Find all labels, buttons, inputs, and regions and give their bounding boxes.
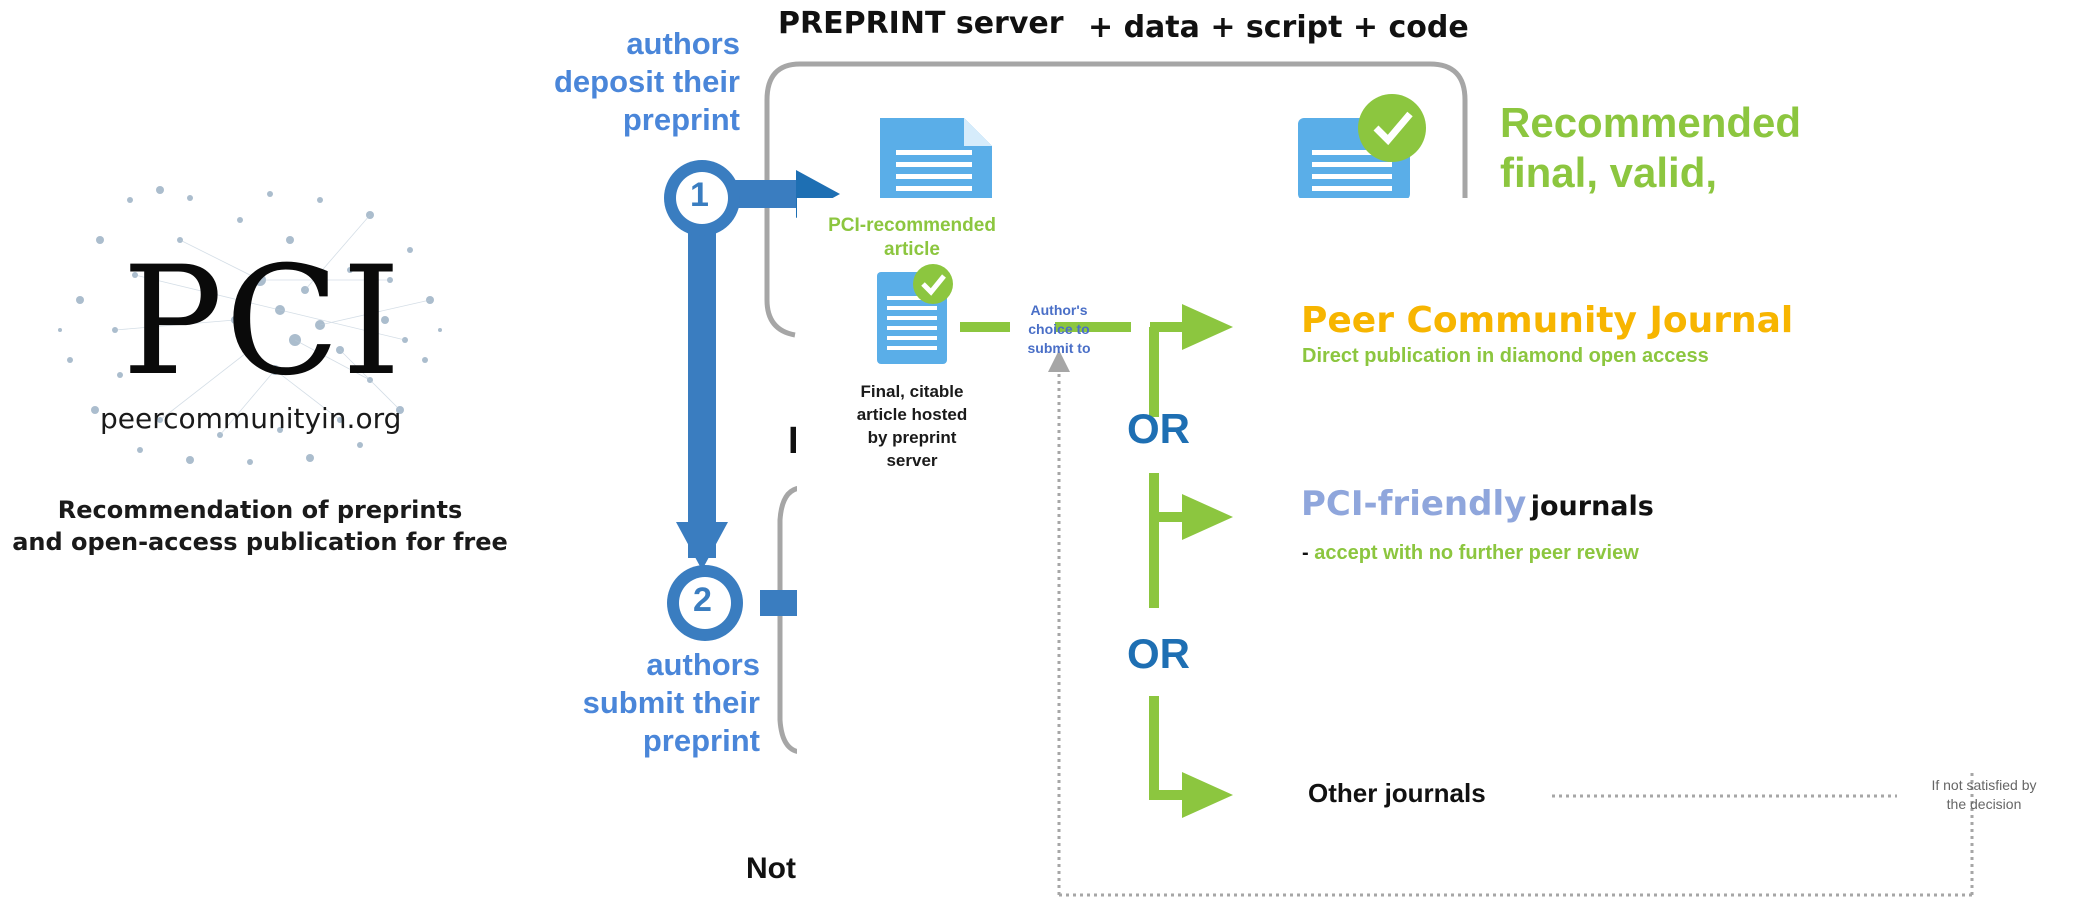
other-journals-label: Other journals: [1308, 778, 1486, 808]
step-2-circle: [667, 565, 743, 641]
partial-letter: I: [788, 420, 799, 462]
peer-community-journal-subtitle: Direct publication in diamond open acces…: [1302, 345, 1709, 367]
article-caption: Final, citable article hosted by preprin…: [856, 382, 968, 470]
tagline: Recommendation of preprints and open-acc…: [0, 494, 520, 558]
authors-choice-label: Author's choice to submit to: [1027, 302, 1091, 356]
not-satisfied-note: If not satisfied by the decision: [1931, 777, 2037, 812]
peer-community-journal-title: Peer Community Journal: [1301, 300, 1794, 341]
tagline-line-2: and open-access publication for free: [12, 528, 508, 556]
step-2-label: authors submit their preprint: [582, 647, 760, 758]
overlay-flow-graphic: [877, 264, 1974, 898]
step-2-number: 2: [693, 581, 712, 619]
document-icon: [880, 118, 992, 200]
pci-friendly-suffix: journals: [1530, 491, 1654, 522]
recommended-text: Recommended final, valid,: [1500, 99, 1802, 196]
preprint-server-header: PREPRINT server: [778, 6, 1064, 41]
pci-logo: PCI peercommunityin.org: [40, 180, 460, 480]
pci-friendly-line: PCI-friendly journals: [1301, 484, 1654, 524]
or-label-1: OR: [1127, 405, 1190, 452]
publication-options-panel: PCI-recommended article: [797, 198, 2075, 898]
step-1-label: authors deposit their preprint: [553, 26, 740, 137]
pci-recommended-title: PCI-recommended article: [828, 215, 996, 260]
logo-website: peercommunityin.org: [100, 402, 402, 435]
pci-friendly-note: - accept with no further peer review: [1302, 542, 1639, 564]
pci-friendly-title: PCI-friendly: [1301, 484, 1527, 524]
extras-header: + data + script + code: [1088, 10, 1469, 45]
network-graphic: [58, 186, 442, 465]
tagline-line-1: Recommendation of preprints: [57, 496, 463, 524]
partial-note: Not: [746, 852, 796, 885]
validated-document-icon: [1298, 94, 1426, 200]
pci-logo-letters: PCI: [122, 235, 403, 409]
recommended-article-icon: [877, 264, 953, 364]
step-1-number: 1: [690, 176, 709, 214]
or-label-2: OR: [1127, 630, 1190, 677]
step-1-circle: [664, 160, 740, 236]
